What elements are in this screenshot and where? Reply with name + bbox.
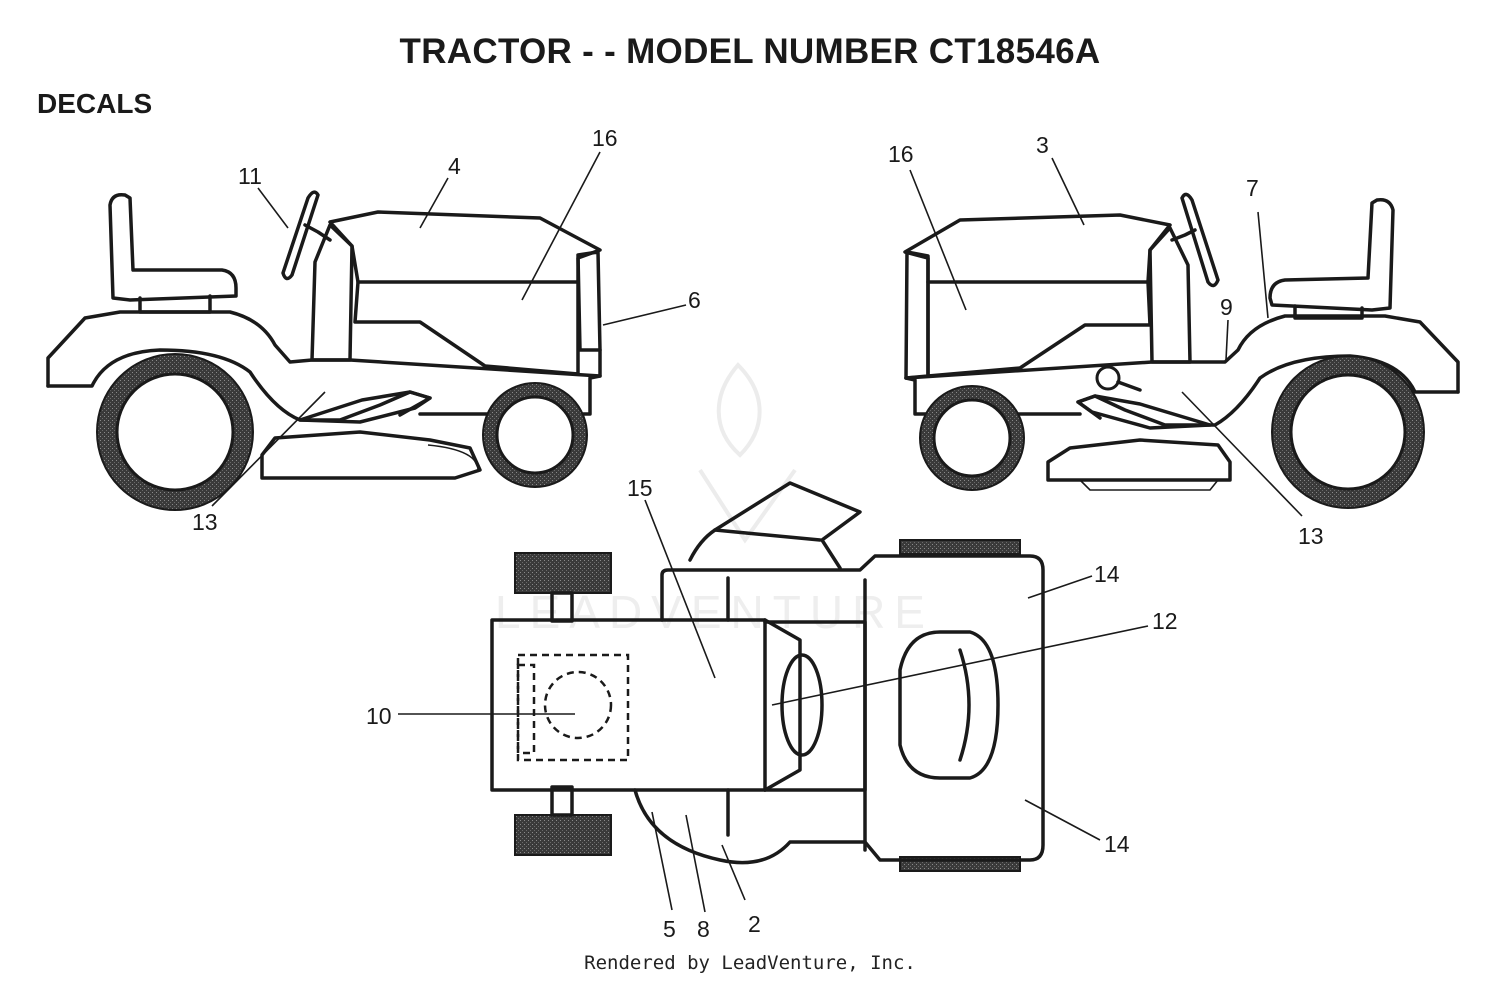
callout-11: 11 xyxy=(238,163,262,189)
footer-credit: Rendered by LeadVenture, Inc. xyxy=(584,952,916,974)
tractor-left-side-view: 11 4 16 6 13 xyxy=(46,125,701,535)
section-label: DECALS xyxy=(37,88,153,119)
callout-12: 12 xyxy=(1152,608,1178,634)
lower-frame xyxy=(46,348,432,422)
callout-14: 14 xyxy=(1094,561,1120,587)
dash-panel xyxy=(310,223,354,362)
rear-fender xyxy=(46,310,602,388)
dash-oval xyxy=(780,653,824,757)
lower-frame xyxy=(1076,354,1460,427)
rear-fender xyxy=(904,314,1460,394)
tractor-top-view: 15 14 12 10 14 5 8 2 xyxy=(366,475,1178,942)
callout-10: 10 xyxy=(366,703,392,729)
steering-wheel xyxy=(1180,192,1220,288)
mower-deck xyxy=(260,430,482,480)
tractor-right-side-view: 16 3 7 9 13 xyxy=(888,132,1460,549)
callout-9: 9 xyxy=(1220,294,1233,320)
gas-cap xyxy=(1095,365,1121,391)
steering-arm xyxy=(688,481,862,570)
callout-4: 4 xyxy=(448,153,461,179)
deck-chute xyxy=(427,444,479,473)
dash-panel xyxy=(1148,226,1192,364)
callout-16: 16 xyxy=(592,125,618,151)
seat-base xyxy=(1293,304,1364,320)
hood-nose xyxy=(763,618,802,792)
seat xyxy=(1268,197,1395,312)
seat xyxy=(108,192,238,302)
steering-wheel xyxy=(281,190,320,281)
callout-5: 5 xyxy=(663,916,676,942)
callout-3: 3 xyxy=(1036,132,1049,158)
hood-top xyxy=(490,618,767,792)
callout-13: 13 xyxy=(1298,523,1324,549)
hood xyxy=(903,213,1172,284)
front-grille xyxy=(904,250,930,380)
hood-neck xyxy=(763,620,867,792)
callout-15: 15 xyxy=(627,475,653,501)
footrest xyxy=(1076,394,1212,430)
front-grille xyxy=(576,250,602,352)
callout-7: 7 xyxy=(1246,175,1259,201)
callout-8: 8 xyxy=(697,916,710,942)
seat-top xyxy=(898,630,1000,780)
page-title: TRACTOR - - MODEL NUMBER CT18546A xyxy=(399,32,1101,71)
front-tire-bottom xyxy=(514,814,612,856)
deck-lower xyxy=(1079,479,1219,491)
callout-2: 2 xyxy=(748,911,761,937)
callout-6: 6 xyxy=(688,287,701,313)
hood xyxy=(328,210,602,284)
footrest xyxy=(298,390,432,424)
rear-tire-top xyxy=(899,539,1021,555)
callout-14: 14 xyxy=(1104,831,1130,857)
mower-deck xyxy=(1046,438,1232,482)
front-tire-top xyxy=(514,552,612,594)
hood-side-stripe xyxy=(353,280,580,376)
callout-13: 13 xyxy=(192,509,218,535)
callout-16: 16 xyxy=(888,141,914,167)
